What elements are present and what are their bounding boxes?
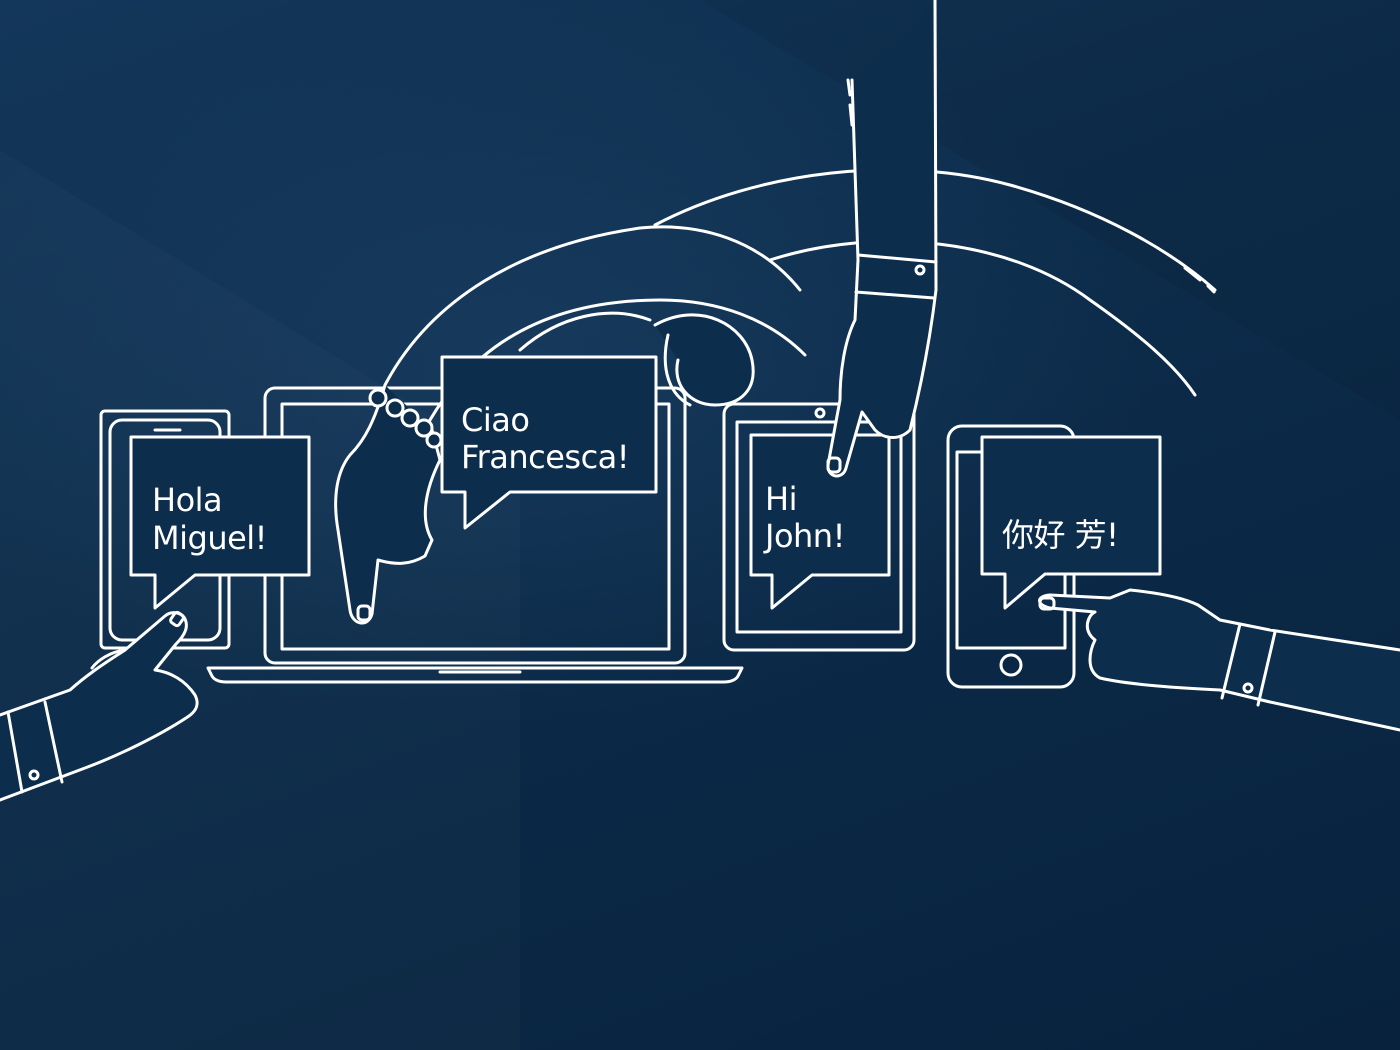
cuff-button-icon bbox=[1242, 682, 1254, 694]
cuff-button-icon bbox=[914, 264, 926, 276]
bubble-hi-shape bbox=[749, 433, 891, 610]
arc-arm-left bbox=[383, 225, 802, 387]
motion-dash bbox=[846, 78, 852, 97]
phone-right-home-button bbox=[999, 653, 1023, 677]
hand-top bbox=[826, 0, 938, 478]
cuff-left-edge bbox=[6, 710, 24, 794]
bubble-hola-line2: Miguel! bbox=[152, 519, 267, 557]
tablet bbox=[722, 402, 916, 652]
bead-icon bbox=[425, 431, 443, 449]
cuff-edge bbox=[1220, 622, 1242, 700]
shadow-band bbox=[700, 0, 1400, 420]
light-band bbox=[0, 150, 520, 1050]
bubble-nihao-shape bbox=[980, 435, 1162, 610]
tablet-camera bbox=[814, 407, 826, 419]
fingernail-icon bbox=[826, 456, 842, 474]
arc-forearm-top bbox=[518, 311, 652, 352]
hand-thumb-line bbox=[90, 648, 127, 670]
hand-top-outline bbox=[826, 0, 938, 478]
bead-icon bbox=[414, 418, 434, 438]
arc-outer bbox=[653, 168, 1217, 292]
bubble-hola-line1: Hola bbox=[152, 481, 222, 519]
bead-icon bbox=[385, 398, 405, 418]
cuff-button-icon bbox=[28, 769, 40, 781]
hand-right-outline bbox=[1038, 588, 1400, 732]
hand-bottom-left bbox=[0, 610, 199, 802]
bubble-nihao-line1: 你好 芳! bbox=[1002, 516, 1119, 554]
arc-dash-1 bbox=[1183, 266, 1202, 282]
bubble-ciao-line1: Ciao bbox=[461, 401, 529, 439]
fingernail-icon bbox=[169, 610, 185, 628]
tablet-screen bbox=[735, 420, 903, 634]
arc-inner bbox=[768, 239, 1197, 397]
bubble-ciao-line2: Francesca! bbox=[461, 438, 629, 476]
bead-icon bbox=[368, 388, 388, 408]
bead-icon bbox=[400, 408, 420, 428]
hand-bracelet bbox=[334, 383, 443, 625]
bubble-hi-line1: Hi bbox=[765, 480, 797, 518]
hand-bracelet-outline bbox=[334, 383, 442, 625]
arm-curl-loop bbox=[653, 313, 755, 407]
hand-top-cuff-top bbox=[856, 253, 938, 264]
cuff-edge bbox=[1256, 630, 1277, 707]
arm-curl bbox=[653, 313, 755, 407]
bubble-hola-shape bbox=[129, 435, 311, 610]
arm-curl-inner bbox=[663, 333, 692, 407]
motion-dash bbox=[848, 103, 854, 127]
tablet-body bbox=[722, 402, 916, 652]
bubble-hola: Hola Miguel! bbox=[129, 435, 311, 610]
hand-top-cuff-bottom bbox=[854, 290, 936, 300]
arc-dash-2 bbox=[1206, 284, 1216, 294]
bubble-ciao: Ciao Francesca! bbox=[440, 355, 658, 530]
bubble-nihao: 你好 芳! bbox=[980, 435, 1162, 610]
cuff-right-edge bbox=[43, 700, 64, 784]
laptop-base bbox=[206, 666, 744, 684]
bubble-hi: Hi John! bbox=[749, 433, 891, 610]
hand-right bbox=[1038, 588, 1400, 732]
fingernail-icon bbox=[356, 604, 372, 622]
fingernail-icon bbox=[1038, 596, 1056, 611]
bubble-hi-line2: John! bbox=[763, 517, 845, 555]
bubble-ciao-shape bbox=[440, 355, 658, 530]
